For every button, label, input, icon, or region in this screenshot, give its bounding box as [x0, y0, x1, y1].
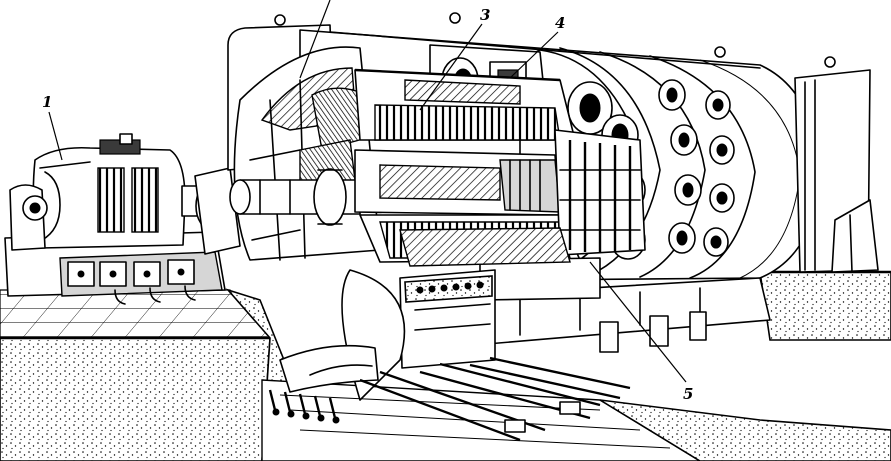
shaft-coupling: [181, 167, 241, 255]
callout-5: 5: [589, 261, 693, 403]
exciter-housing: [32, 133, 186, 249]
floor-tiles: [0, 289, 272, 339]
cooling-pipes: [268, 389, 340, 424]
leader-line-4: [509, 31, 559, 79]
foundation-rails: [359, 356, 631, 442]
callout-1: 1: [42, 93, 63, 161]
rotor-ventilation-ducts: [554, 129, 646, 256]
callout-2: [299, 0, 331, 79]
rotor-shaft: [229, 168, 361, 226]
lower-duct: [279, 269, 406, 401]
exciter-unit: [4, 133, 226, 305]
right-concrete-foundation: [759, 270, 891, 341]
air-cooler-block: [399, 269, 496, 369]
leader-line-1: [48, 111, 63, 161]
callout-4: 4: [509, 14, 565, 79]
callout-label-1: 1: [42, 93, 52, 111]
exciter-base: [4, 231, 226, 305]
rotor-body: [354, 149, 561, 216]
callout-3: 3: [419, 6, 490, 111]
stator-core: [354, 68, 576, 141]
leader-line-5: [589, 261, 687, 383]
right-end-pedestal: [794, 69, 879, 273]
exciter-bearing: [9, 184, 48, 251]
callout-label-4: 4: [555, 14, 565, 32]
callout-label-5: 5: [683, 385, 693, 403]
frame-vent-holes: [658, 79, 735, 257]
center-trench: [261, 379, 891, 461]
leader-line-3: [419, 23, 483, 111]
leader-line-2: [299, 0, 331, 79]
callout-label-3: 3: [480, 6, 490, 24]
stator-feet: [399, 227, 601, 301]
